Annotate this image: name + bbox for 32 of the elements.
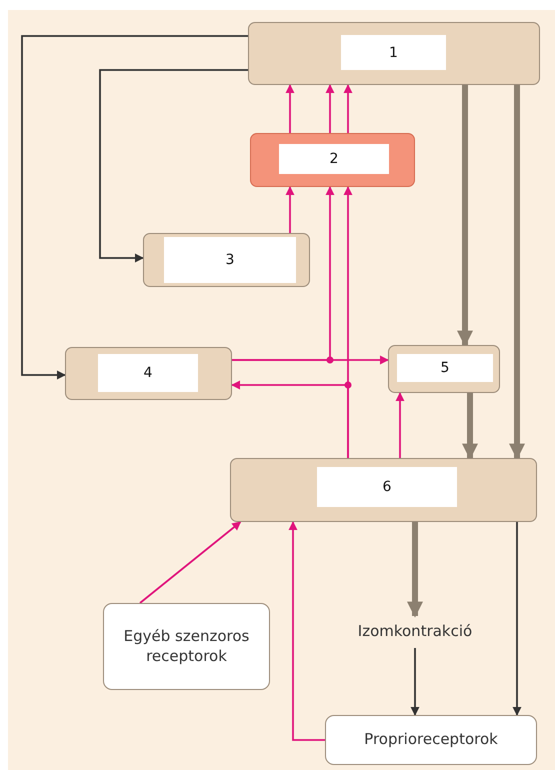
arrow xyxy=(139,521,242,604)
thick-arrow xyxy=(407,522,423,618)
process-box xyxy=(230,458,537,522)
arrow xyxy=(21,35,248,380)
process-box xyxy=(250,133,415,187)
arrow xyxy=(286,186,294,233)
thick-arrow xyxy=(509,85,525,460)
arrow xyxy=(410,648,420,716)
node-text: Izomkontrakció xyxy=(330,616,500,648)
arrow xyxy=(99,69,248,262)
node-label: 5 xyxy=(397,354,493,382)
receptor-box: Proprioreceptorok xyxy=(325,715,537,765)
process-box xyxy=(388,345,500,393)
arrow xyxy=(232,356,389,364)
arrow xyxy=(288,521,325,741)
arrow xyxy=(326,84,334,133)
arrow xyxy=(231,380,349,458)
thick-arrow xyxy=(462,393,478,460)
process-box xyxy=(65,347,232,400)
node-label: 1 xyxy=(341,35,446,70)
arrow xyxy=(344,84,352,133)
node-label: 4 xyxy=(98,354,198,392)
arrow xyxy=(286,84,294,133)
node-label: 2 xyxy=(279,144,389,174)
arrow xyxy=(396,392,404,458)
node-label: 3 xyxy=(164,237,296,283)
thick-arrow xyxy=(457,85,473,347)
node-label: 6 xyxy=(317,467,457,507)
process-box xyxy=(248,22,540,85)
arrow xyxy=(512,522,522,716)
receptor-box: Egyéb szenzoros receptorok xyxy=(103,603,270,690)
process-box xyxy=(143,233,310,287)
